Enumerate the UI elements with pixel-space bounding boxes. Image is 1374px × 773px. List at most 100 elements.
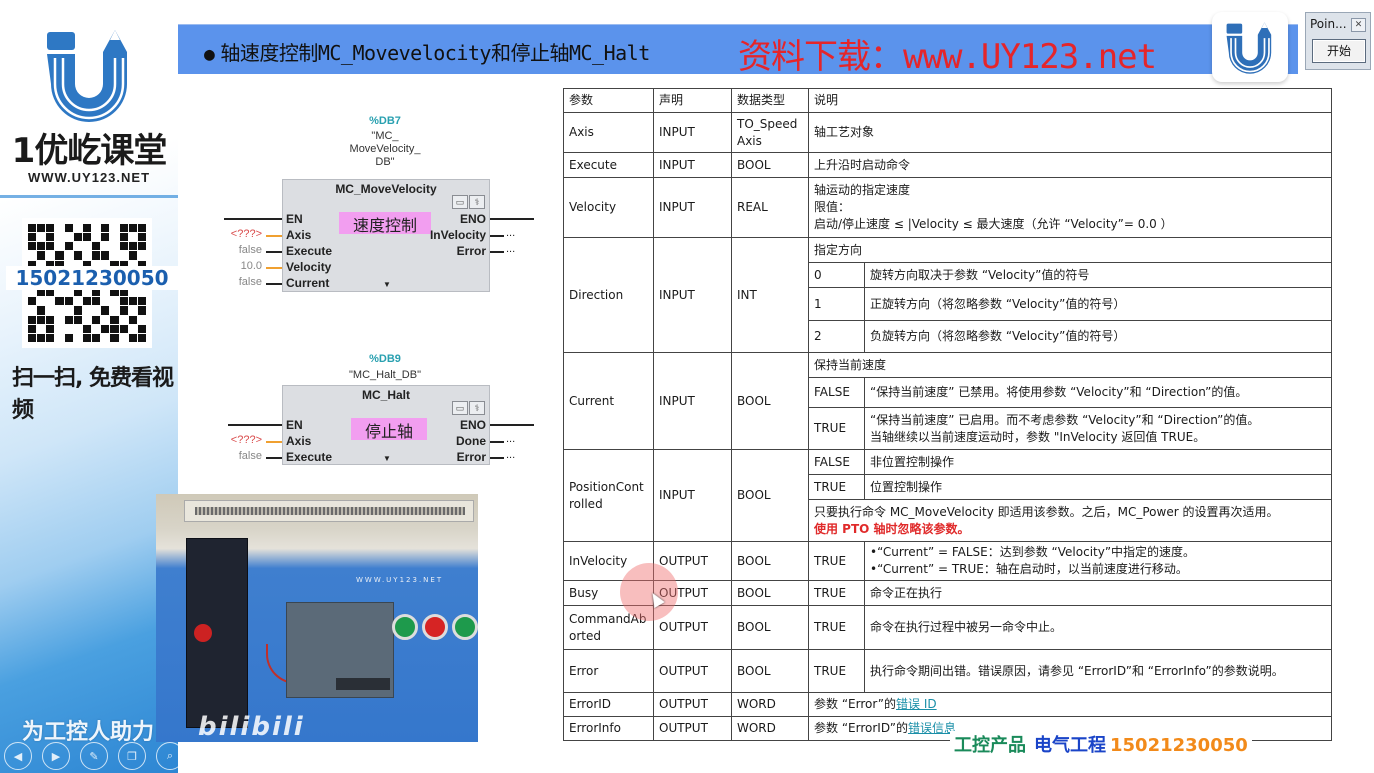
page-title: ●轴速度控制MC_Movevelocity和停止轴MC_Halt [204, 37, 650, 66]
pin-error: Error [456, 450, 486, 464]
option-text: 位置控制操作 [864, 474, 1332, 500]
fb-box[interactable]: MC_MoveVelocity ▭⚕ 速度控制 EN Axis Execute … [282, 179, 490, 292]
emergency-stop [194, 624, 212, 642]
desc-text: 参数 “Error”的 [814, 697, 897, 711]
linear-rail [184, 500, 474, 522]
type-cell: INT [731, 237, 809, 353]
axis-wire [266, 441, 282, 443]
decl-cell: INPUT [653, 152, 732, 178]
table-row: CommandAborted OUTPUT BOOL TRUE 命令在执行过程中… [563, 605, 1332, 650]
execute-value[interactable]: false [238, 450, 262, 462]
more-icon[interactable]: ••• [194, 742, 222, 770]
pen-icon[interactable]: ✎ [80, 742, 108, 770]
option-text: 负旋转方向（将忽略参数 “Velocity”值的符号） [864, 320, 1332, 353]
table-row: Axis INPUT TO_SpeedAxis 轴工艺对象 [563, 112, 1332, 153]
type-cell: BOOL [731, 152, 809, 178]
axis-wire [266, 235, 282, 237]
table-subrow: 0 旋转方向取决于参数 “Velocity”值的符号 [564, 262, 1332, 288]
param-cell: PositionControlled [563, 449, 654, 542]
desc-line: 轴运动的指定速度 [814, 183, 911, 197]
axis-value[interactable]: <???> [230, 228, 262, 240]
table-row: Busy OUTPUT BOOL TRUE 命令正在执行 [563, 580, 1332, 606]
red-pushbutton [422, 614, 448, 640]
pin-current: Current [286, 276, 330, 290]
default-cell: TRUE [808, 541, 865, 581]
next-icon[interactable]: ▶ [42, 742, 70, 770]
pin-eno: ENO [459, 418, 486, 432]
decl-cell: OUTPUT [653, 692, 732, 717]
prev-icon[interactable]: ◀ [4, 742, 32, 770]
error-info-link[interactable]: 错误信息 [907, 721, 956, 735]
lock-icon[interactable]: ▭ [452, 195, 468, 209]
default-cell: TRUE [808, 649, 865, 693]
desc-line: •“Current” = TRUE：轴在启动时，以当前速度进行移动。 [870, 562, 1188, 576]
bullet-icon: ● [204, 44, 215, 65]
error-id-link[interactable]: 错误 ID [896, 697, 937, 711]
option-value: 1 [808, 287, 865, 321]
desc-line: “保持当前速度” 已启用。而不考虑参数 “Velocity”和 “Directi… [870, 412, 1260, 427]
table-subrow: TRUE “保持当前速度” 已启用。而不考虑参数 “Velocity”和 “Di… [564, 407, 1332, 450]
param-cell: Execute [563, 152, 654, 178]
zoom-icon[interactable]: ⌕ [156, 742, 184, 770]
error-output[interactable]: ... [506, 243, 516, 255]
table-row: Error OUTPUT BOOL TRUE 执行命令期间出错。错误原因，请参见… [563, 649, 1332, 693]
title-banner: ●轴速度控制MC_Movevelocity和停止轴MC_Halt 资料下载：ww… [178, 24, 1298, 77]
velocity-value[interactable]: 10.0 [240, 260, 262, 272]
table-row: Velocity INPUT REAL 轴运动的指定速度 限值： 启动/停止速度… [563, 177, 1332, 238]
desc-cell: •“Current” = FALSE：达到参数 “Velocity”中指定的速度… [864, 541, 1332, 581]
desc-cell: 只要执行命令 MC_MoveVelocity 即适用该参数。之后，MC_Powe… [808, 499, 1332, 542]
slogan: 为工控人助力 [22, 720, 155, 745]
option-value: FALSE [808, 449, 865, 475]
axis-value[interactable]: <???> [230, 434, 262, 446]
db-name: "MC_ MoveVelocity_ DB" [349, 130, 421, 168]
decl-cell: OUTPUT [653, 716, 732, 741]
close-icon[interactable]: ✕ [1351, 18, 1366, 32]
lock-icon[interactable]: ▭ [452, 401, 468, 415]
diagnostics-icon[interactable]: ⚕ [469, 195, 485, 209]
invelocity-output[interactable]: ... [506, 227, 516, 239]
block-icons: ▭⚕ [452, 401, 485, 415]
desc-cell: 轴工艺对象 [808, 112, 1332, 153]
decl-cell: INPUT [653, 237, 732, 353]
bilibili-watermark: bilibili [198, 712, 305, 742]
expand-arrow-icon[interactable]: ▼ [383, 280, 391, 289]
expand-arrow-icon[interactable]: ▼ [383, 454, 391, 463]
type-cell: REAL [731, 177, 809, 238]
pin-execute: Execute [286, 450, 333, 464]
table-header-row: 参数 声明 数据类型 说明 [563, 88, 1332, 113]
desc-line: 当轴继续以当前速度运动时，参数 "InVelocity 返回值 TRUE。 [870, 429, 1206, 444]
type-cell: BOOL [731, 352, 809, 450]
type-cell: BOOL [731, 541, 809, 581]
default-cell: TRUE [808, 605, 865, 650]
table-row: Direction INPUT INT 指定方向 [563, 237, 1332, 353]
header-param: 参数 [563, 88, 654, 113]
table-subrow: FALSE “保持当前速度” 已禁用。将使用参数 “Velocity”和 “Di… [564, 377, 1332, 408]
execute-value[interactable]: false [238, 244, 262, 256]
fb-mc-movevelocity[interactable]: %DB7 "MC_ MoveVelocity_ DB" MC_MoveVeloc… [220, 112, 540, 302]
pin-execute: Execute [286, 244, 333, 258]
download-link-text: 资料下载：www.UY123.net [738, 37, 1157, 77]
diagnostics-icon[interactable]: ⚕ [469, 401, 485, 415]
done-output[interactable]: ... [506, 433, 516, 445]
option-value: 2 [808, 320, 865, 353]
desc-line: 只要执行命令 MC_MoveVelocity 即适用该参数。之后，MC_Powe… [814, 504, 1279, 519]
error-output[interactable]: ... [506, 449, 516, 461]
fb-mc-halt[interactable]: %DB9 "MC_Halt_DB" MC_Halt ▭⚕ 停止轴 EN Axis… [220, 350, 540, 470]
desc-cell: 指定方向 [808, 237, 1332, 263]
option-text: “保持当前速度” 已启用。而不考虑参数 “Velocity”和 “Directi… [864, 407, 1332, 450]
current-value[interactable]: false [238, 276, 262, 288]
start-button[interactable]: 开始 [1312, 39, 1366, 63]
type-cell: BOOL [731, 649, 809, 693]
watermark-part-1: 工控产品 [954, 735, 1026, 756]
default-cell: TRUE [808, 580, 865, 606]
db-id: %DB9 [369, 353, 401, 365]
fb-box[interactable]: MC_Halt ▭⚕ 停止轴 EN Axis Execute ENO Done … [282, 385, 490, 465]
pin-done: Done [456, 434, 486, 448]
eno-wire [490, 218, 534, 220]
copy-icon[interactable]: ❐ [118, 742, 146, 770]
u-pencil-logo-icon [39, 22, 139, 126]
table-subrow: TRUE 位置控制操作 [564, 474, 1332, 500]
param-cell: ErrorID [563, 692, 654, 717]
desc-cell: 上升沿时启动命令 [808, 152, 1332, 178]
